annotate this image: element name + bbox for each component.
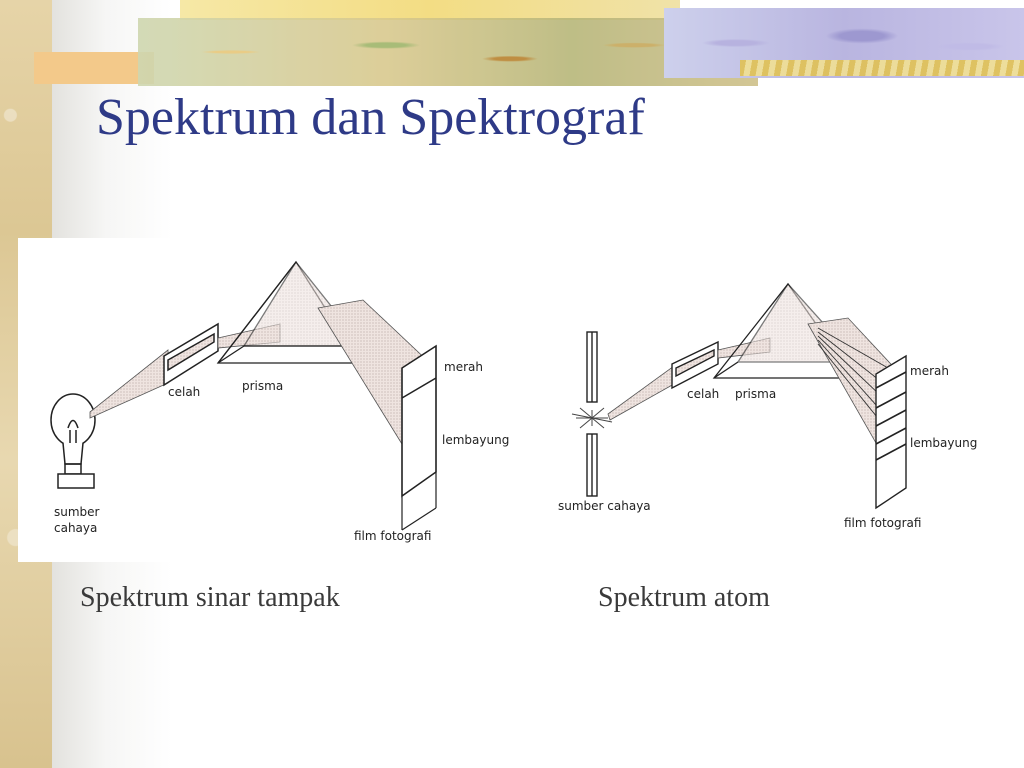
photographic-film (401, 344, 437, 498)
left-spectrograph: sumber cahaya celah prisma merah lembayu… (50, 260, 509, 543)
caption-atomic-spectrum: Spektrum atom (598, 582, 770, 613)
spectrograph-svg: sumber cahaya celah prisma merah lembayu… (50, 260, 977, 543)
right-prism-label: prisma (735, 387, 776, 401)
electrode-source-icon (571, 331, 613, 497)
decorative-banner-leaves (138, 18, 758, 86)
right-film-label: film fotografi (844, 516, 921, 530)
left-violet-label: lembayung (442, 433, 509, 447)
left-prism-label: prisma (242, 379, 283, 393)
left-slit-label: celah (168, 385, 200, 399)
decorative-banner-top (180, 0, 680, 20)
right-spectrograph: sumber cahaya celah prisma merah lembayu… (558, 282, 977, 530)
right-slit-label: celah (687, 387, 719, 401)
right-red-label: merah (910, 364, 949, 378)
light-bulb-icon (50, 393, 96, 489)
slide-title: Spektrum dan Spektrograf (96, 89, 645, 146)
decorative-orange-bar (34, 52, 154, 84)
slit-plate (163, 322, 219, 387)
caption-visible-spectrum: Spektrum sinar tampak (80, 582, 340, 613)
left-red-label: merah (444, 360, 483, 374)
incident-beam (89, 349, 169, 419)
left-source-label-2: cahaya (54, 521, 97, 535)
right-violet-label: lembayung (910, 436, 977, 450)
right-slit-plate (671, 340, 719, 390)
spectrograph-diagram: sumber cahaya celah prisma merah lembayu… (18, 238, 1018, 562)
right-source-label: sumber cahaya (558, 499, 651, 513)
right-photographic-film (875, 354, 907, 510)
left-film-label: film fotografi (354, 529, 431, 543)
decorative-banner-gold (740, 60, 1024, 76)
left-source-label-1: sumber (54, 505, 100, 519)
